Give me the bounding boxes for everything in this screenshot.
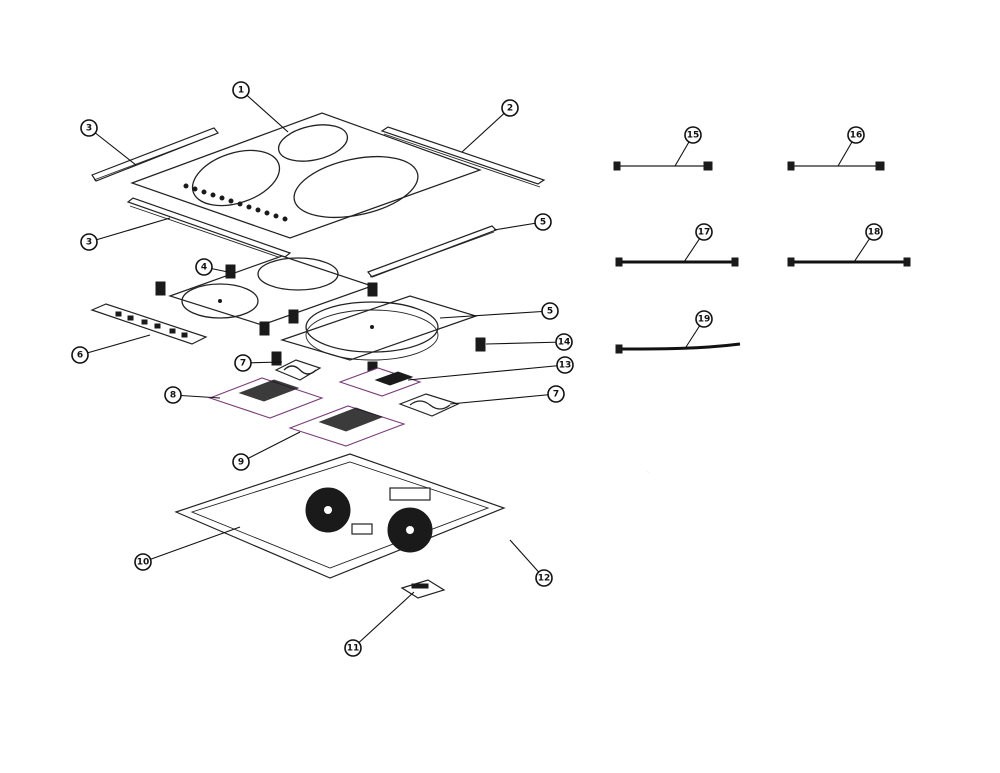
callout-10: 10 (134, 553, 152, 571)
callout-circle (535, 569, 553, 587)
leader-line-7 (449, 393, 557, 405)
callout-number: 9 (238, 458, 244, 468)
callout-number: 5 (547, 307, 553, 317)
callout-1: 1 (232, 81, 250, 99)
callout-8: 8 (164, 386, 182, 404)
callout-circle (80, 233, 98, 251)
callout-number: 7 (240, 359, 246, 369)
leader-line-2 (461, 107, 511, 153)
callout-5: 5 (534, 213, 552, 231)
leader-line-5 (439, 310, 551, 319)
callout-2: 2 (501, 99, 519, 117)
callout-circle (695, 310, 713, 328)
power-board-part-lower (288, 405, 406, 447)
callout-number: 3 (86, 238, 92, 248)
callout-15: 15 (684, 126, 702, 144)
leader-line-14 (485, 341, 565, 345)
callout-4: 4 (195, 258, 213, 276)
callout-7: 7 (234, 354, 252, 372)
callout-circle (534, 213, 552, 231)
callout-circle (134, 553, 152, 571)
wire-harness-part-18 (787, 257, 911, 267)
callout-number: 12 (538, 574, 551, 584)
callout-16: 16 (847, 126, 865, 144)
cooling-fan-part (274, 359, 460, 417)
callout-number: 4 (201, 263, 207, 273)
callout-number: 2 (507, 104, 513, 114)
leader-line-11 (352, 591, 415, 649)
callout-12: 12 (535, 569, 553, 587)
callout-circle (71, 346, 89, 364)
callout-circle (501, 99, 519, 117)
leader-line-10 (142, 526, 241, 563)
callout-number: 13 (559, 361, 572, 371)
callout-number: 10 (137, 558, 150, 568)
wire-harness-part-17 (615, 257, 739, 267)
callout-11: 11 (344, 639, 362, 657)
callout-circle (164, 386, 182, 404)
callout-circle (232, 81, 250, 99)
callout-number: 8 (170, 391, 176, 401)
rubber-feet-part (155, 264, 486, 376)
callout-number: 14 (558, 338, 571, 348)
callout-18: 18 (865, 223, 883, 241)
leader-line-6 (79, 334, 151, 356)
callout-number: 18 (868, 228, 881, 238)
callout-circle (865, 223, 883, 241)
callout-17: 17 (695, 223, 713, 241)
leader-line-3 (88, 217, 171, 243)
callout-5: 5 (541, 302, 559, 320)
callout-number: 11 (347, 644, 360, 654)
callout-circle (847, 126, 865, 144)
wire-harness-part-16 (787, 161, 885, 171)
callout-number: 15 (687, 131, 700, 141)
callout-circle (344, 639, 362, 657)
callout-circle (684, 126, 702, 144)
display-board-part (338, 367, 422, 397)
callout-14: 14 (555, 333, 573, 351)
power-cable-part (425, 470, 649, 570)
callout-number: 19 (698, 315, 711, 325)
callout-6: 6 (71, 346, 89, 364)
callout-number: 1 (238, 86, 244, 96)
leader-line-1 (240, 89, 289, 133)
glass-cooktop-part (130, 112, 482, 239)
power-board-part (208, 377, 324, 419)
callout-circle (556, 356, 574, 374)
callout-circle (80, 119, 98, 137)
callout-3: 3 (80, 233, 98, 251)
wire-harness-part-15 (613, 161, 713, 171)
callout-circle (547, 385, 565, 403)
callout-number: 3 (86, 124, 92, 134)
callout-number: 5 (540, 218, 546, 228)
callout-circle (234, 354, 252, 372)
callout-13: 13 (556, 356, 574, 374)
callout-number: 17 (698, 228, 711, 238)
terminal-cover-part (400, 579, 446, 599)
callout-circle (695, 223, 713, 241)
callout-circle (232, 453, 250, 471)
wire-harness-part-19 (615, 342, 741, 354)
callout-circle (195, 258, 213, 276)
control-board-part (90, 303, 208, 345)
callout-number: 6 (77, 351, 83, 361)
leader-line-13 (407, 364, 566, 381)
callout-number: 7 (553, 390, 559, 400)
callout-9: 9 (232, 453, 250, 471)
callout-7: 7 (547, 385, 565, 403)
callout-19: 19 (695, 310, 713, 328)
bottom-chassis-part (174, 453, 506, 579)
side-trim-parts (91, 126, 546, 278)
callout-circle (541, 302, 559, 320)
leader-line-3 (88, 127, 137, 166)
callout-circle (555, 333, 573, 351)
leader-line-9 (240, 431, 301, 463)
callout-number: 16 (850, 131, 863, 141)
callout-3: 3 (80, 119, 98, 137)
